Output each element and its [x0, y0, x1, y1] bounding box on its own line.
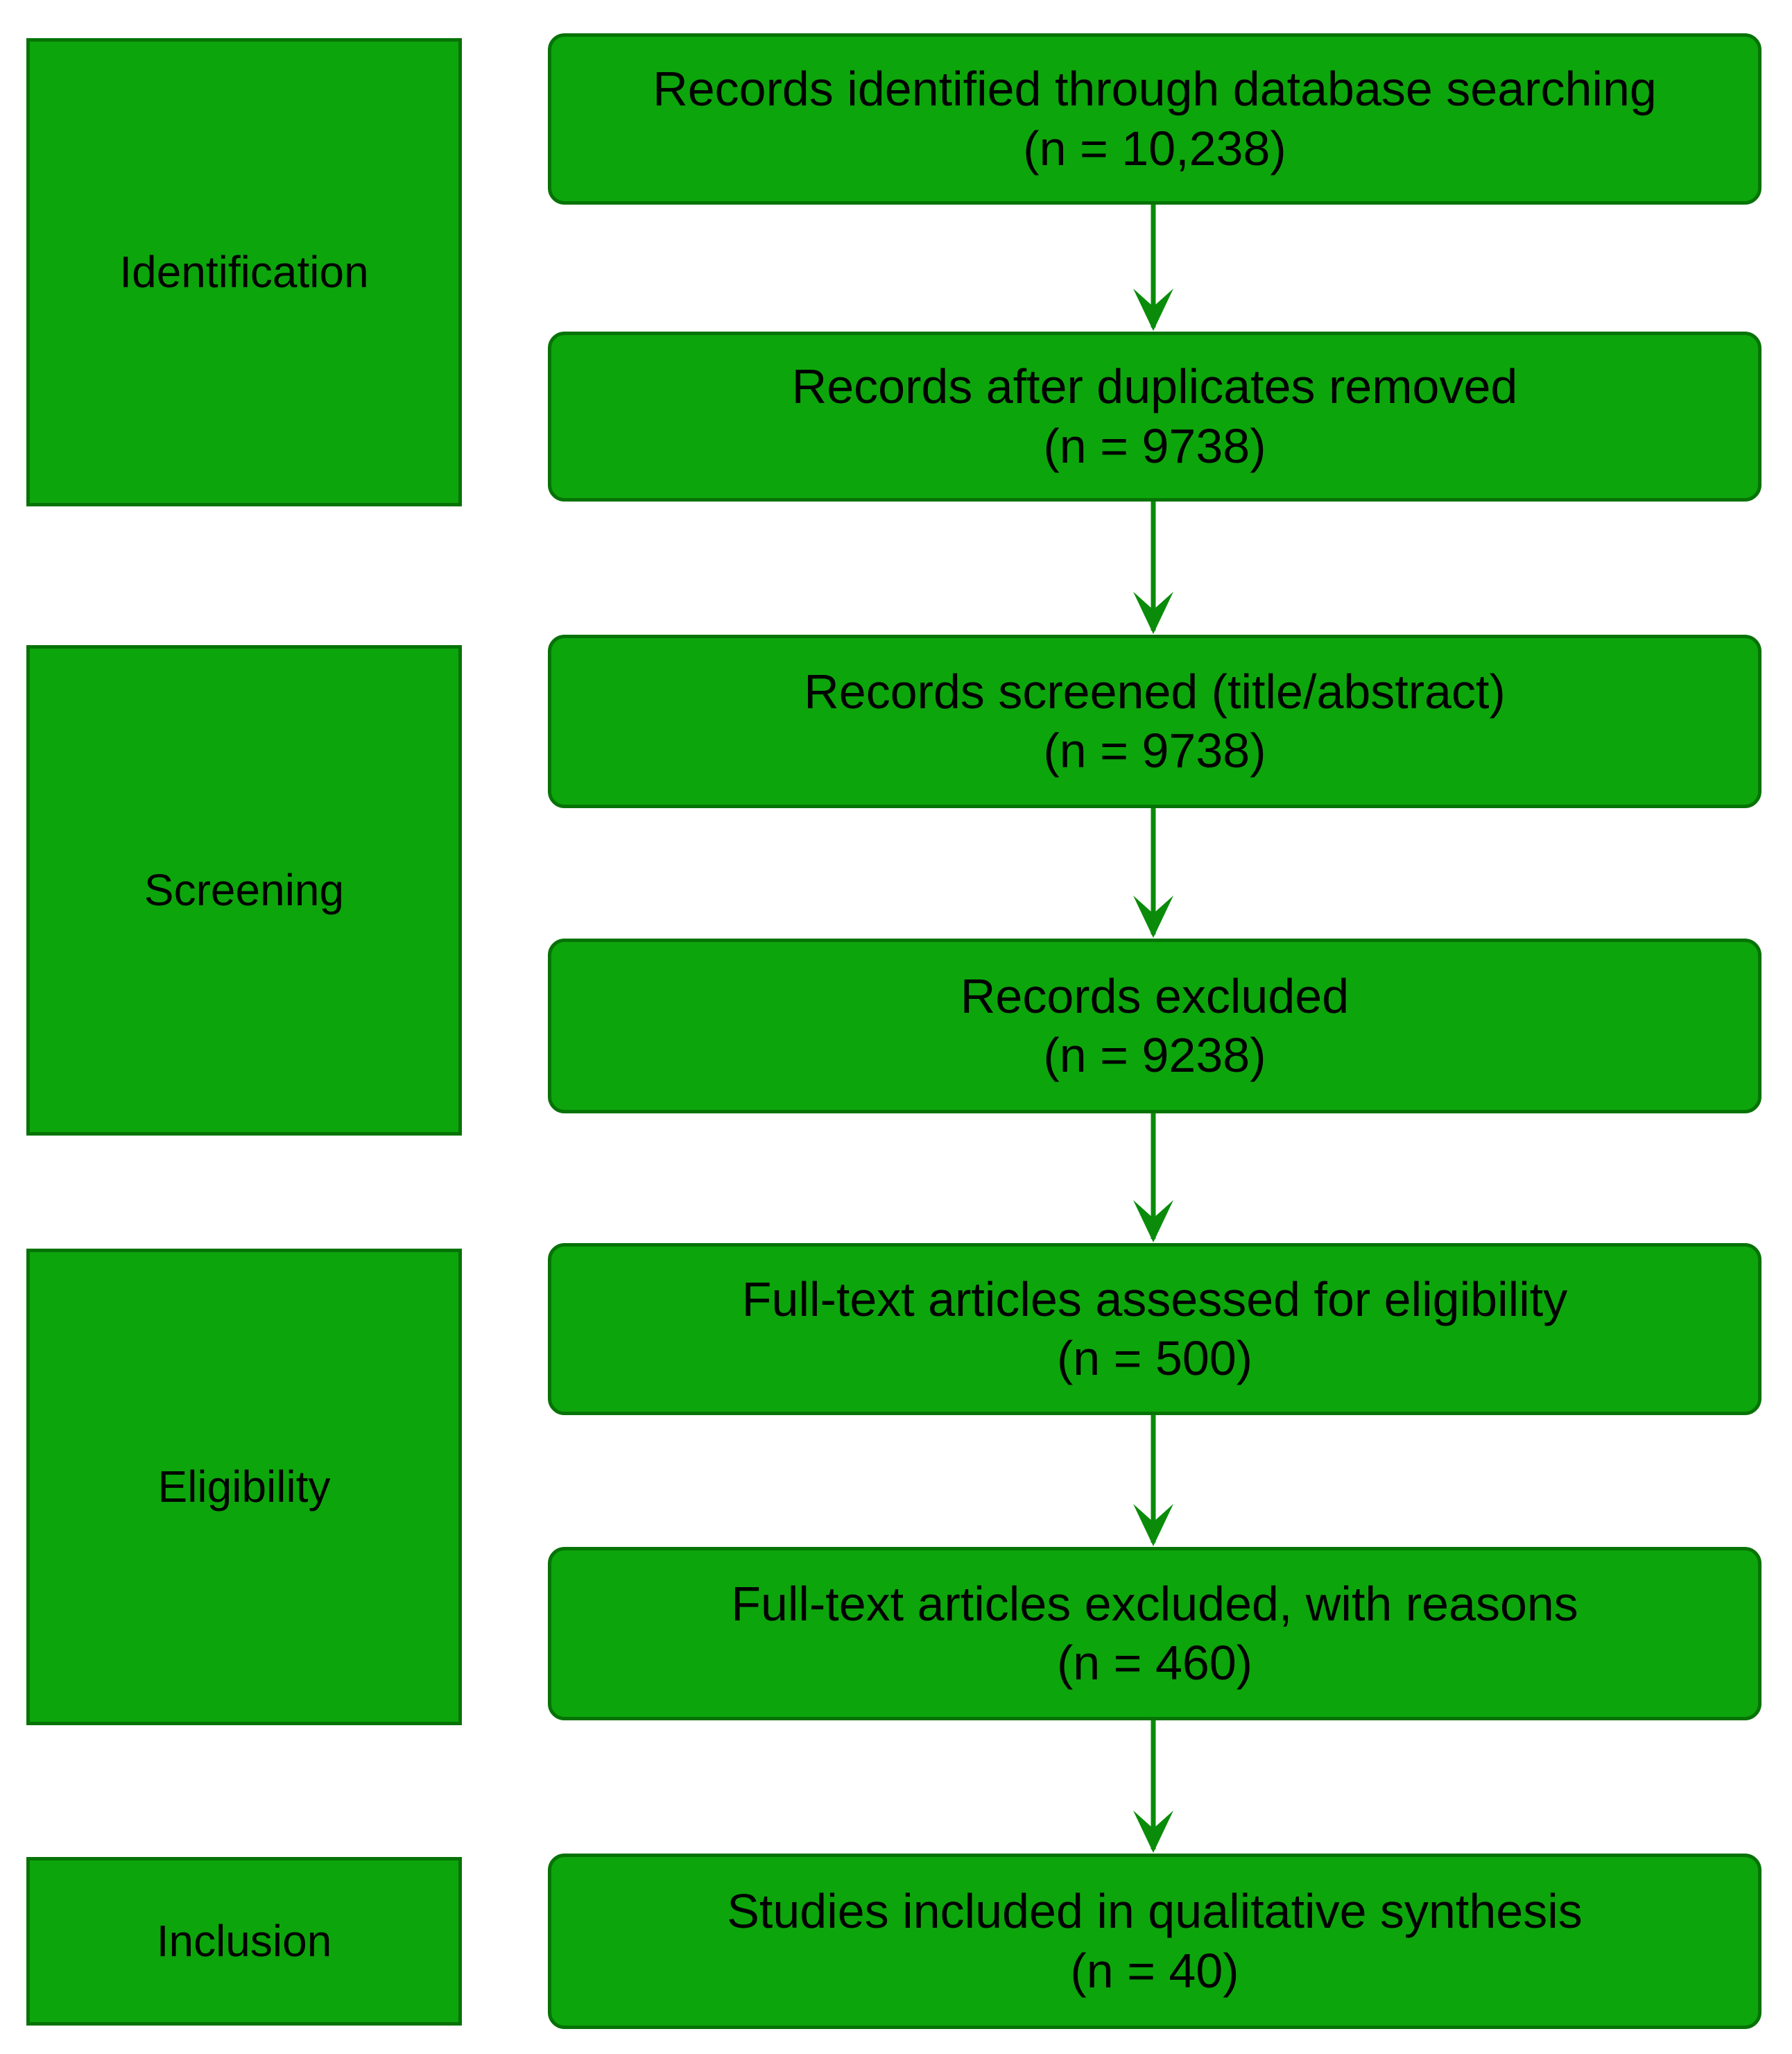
- flow-box-fulltext-excluded: Full-text articles excluded, with reason…: [548, 1547, 1761, 1720]
- flow-box-count: (n = 9738): [1043, 418, 1266, 473]
- flow-box-count: (n = 10,238): [1023, 121, 1286, 176]
- arrow-down-icon: [1131, 1113, 1175, 1243]
- arrow-down-icon: [1131, 808, 1175, 939]
- flow-box-fulltext-assessed: Full-text articles assessed for eligibil…: [548, 1243, 1761, 1415]
- flow-box-records-identified: Records identified through database sear…: [548, 33, 1761, 205]
- stage-box-identification: Identification: [26, 38, 462, 506]
- flow-box-count: (n = 9238): [1043, 1028, 1266, 1082]
- arrow-down-icon: [1131, 1720, 1175, 1854]
- arrow-down-icon: [1131, 502, 1175, 635]
- arrow-down-icon: [1131, 1415, 1175, 1547]
- flow-box-label: Full-text articles assessed for eligibil…: [741, 1272, 1568, 1326]
- flow-box-count: (n = 9738): [1043, 724, 1266, 778]
- stage-box-eligibility: Eligibility: [26, 1249, 462, 1725]
- flow-box-label: Studies included in qualitative synthesi…: [727, 1884, 1583, 1939]
- stage-label-inclusion: Inclusion: [156, 1916, 332, 1967]
- flow-box-label: Full-text articles excluded, with reason…: [731, 1576, 1578, 1631]
- flow-box-count: (n = 40): [1070, 1943, 1239, 1998]
- flow-box-duplicates-removed: Records after duplicates removed (n = 97…: [548, 332, 1761, 502]
- stage-box-inclusion: Inclusion: [26, 1857, 462, 2026]
- flow-box-records-excluded: Records excluded (n = 9238): [548, 939, 1761, 1113]
- flow-box-label: Records after duplicates removed: [791, 359, 1518, 414]
- stage-box-screening: Screening: [26, 645, 462, 1136]
- flow-box-count: (n = 500): [1056, 1331, 1253, 1385]
- stage-label-eligibility: Eligibility: [157, 1462, 331, 1512]
- arrow-down-icon: [1131, 205, 1175, 332]
- flow-box-label: Records identified through database sear…: [653, 62, 1657, 117]
- flow-box-records-screened: Records screened (title/abstract) (n = 9…: [548, 635, 1761, 808]
- flow-box-label: Records excluded: [960, 968, 1350, 1023]
- flow-box-label: Records screened (title/abstract): [804, 664, 1506, 719]
- flow-box-count: (n = 460): [1056, 1636, 1253, 1690]
- stage-label-screening: Screening: [144, 865, 345, 916]
- flow-box-studies-included: Studies included in qualitative synthesi…: [548, 1854, 1761, 2029]
- stage-label-identification: Identification: [119, 247, 369, 298]
